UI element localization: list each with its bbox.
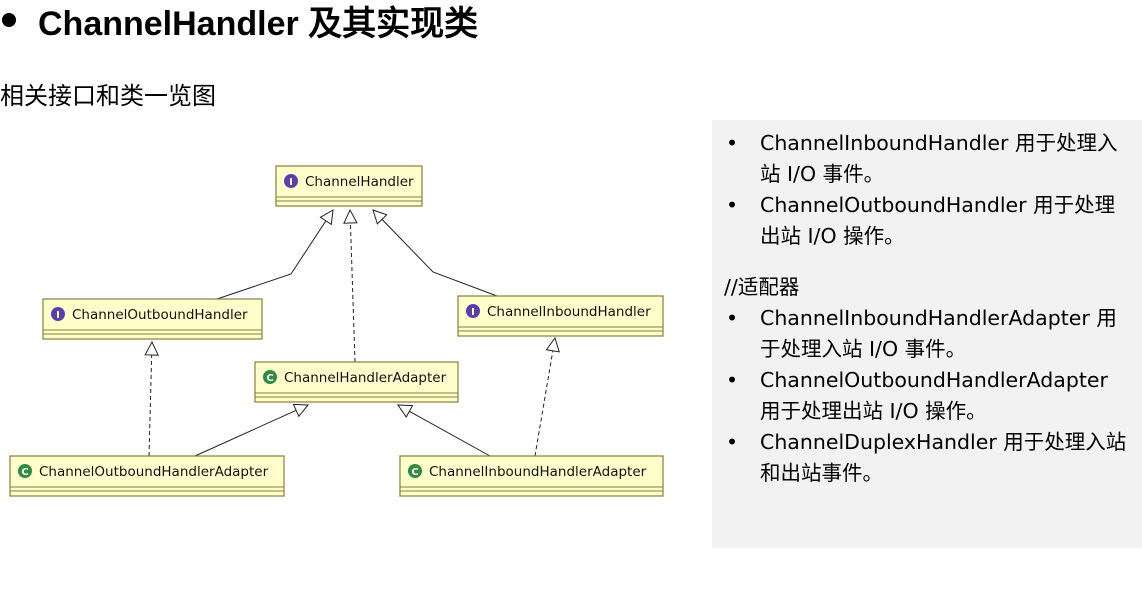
notes-panel: • ChannelInboundHandler 用于处理入站 I/O 事件。 • Ch… [712,120,1142,548]
bullet-icon: • [726,306,739,330]
badge-letter: I [471,307,475,318]
channel-outbound-handler-node: I ChannelOutboundHandler [42,298,263,340]
note-text: ChannelOutboundHandler 用于处理出站 I/O 操作。 [760,193,1116,248]
subheading: 相关接口和类一览图 [0,82,216,110]
channel-handler-adapter-node: C ChannelHandlerAdapter [254,361,459,403]
note-text: ChannelOutboundHandlerAdapter 用于处理出站 I/O… [760,368,1108,423]
class-badge-icon: C [263,370,277,384]
slide-title: ChannelHandler 及其实现类 [38,4,479,43]
node-label: ChannelOutboundHandler [72,307,248,323]
interface-badge-icon: I [51,307,65,321]
edge-inbound-to-handler [372,209,498,297]
hollow-arrow-icon [319,209,334,226]
slide-heading: ChannelHandler 及其实现类 [0,0,478,44]
badge-letter: C [21,467,28,478]
bullet-icon: • [726,368,739,392]
badge-letter: C [411,467,418,478]
node-label: ChannelHandler [305,174,414,190]
inheritance-edges [144,208,560,457]
note-text: ChannelDuplexHandler 用于处理入站和出站事件。 [760,430,1127,485]
hollow-arrow-icon [343,208,358,224]
node-label: ChannelHandlerAdapter [284,370,447,386]
class-badge-icon: C [408,464,422,478]
bullet-icon: • [726,193,739,217]
bullet-icon: • [726,131,739,155]
node-label: ChannelInboundHandlerAdapter [429,464,647,480]
adapter-notes-list: • ChannelInboundHandlerAdapter 用于处理入站 I/O… [712,303,1142,489]
note-item: • ChannelInboundHandler 用于处理入站 I/O 事件。 [712,128,1142,190]
edge-outadapter-to-outbound [144,340,159,457]
note-text: ChannelInboundHandlerAdapter 用于处理入站 I/O … [760,306,1117,361]
channel-outbound-handler-adapter-node: C ChannelOutboundHandlerAdapter [9,455,285,497]
edge-outbound-to-handler [216,209,334,300]
node-label: ChannelOutboundHandlerAdapter [39,464,269,480]
interface-badge-icon: I [284,174,298,188]
channel-handler-node: I ChannelHandler [275,165,423,207]
edge-inadapter-to-inbound [534,336,560,457]
note-item: • ChannelOutboundHandler 用于处理出站 I/O 操作。 [712,190,1142,252]
edge-inadapter-to-adapter [397,404,491,457]
badge-letter: C [266,373,273,384]
bullet-icon: • [726,430,739,454]
channel-inbound-handler-node: I ChannelInboundHandler [457,295,664,337]
hollow-arrow-icon [292,403,310,418]
badge-letter: I [56,310,60,321]
hollow-arrow-icon [372,209,388,225]
edge-adapter-to-handler [343,208,358,363]
badge-letter: I [289,177,293,188]
interface-badge-icon: I [466,304,480,318]
note-item: • ChannelInboundHandlerAdapter 用于处理入站 I/O… [712,303,1142,365]
adapter-section-label: //适配器 [724,275,800,299]
hollow-arrow-icon [144,340,159,356]
node-label: ChannelInboundHandler [487,304,651,320]
edge-outadapter-to-adapter [194,403,310,457]
bullet-dot-icon [2,13,16,27]
hollow-arrow-icon [545,336,560,353]
note-item: • ChannelDuplexHandler 用于处理入站和出站事件。 [712,427,1142,489]
channel-inbound-handler-adapter-node: C ChannelInboundHandlerAdapter [399,455,664,497]
class-badge-icon: C [18,464,32,478]
hollow-arrow-icon [397,404,414,418]
note-item: • ChannelOutboundHandlerAdapter 用于处理出站 I/… [712,365,1142,427]
handler-notes-list: • ChannelInboundHandler 用于处理入站 I/O 事件。 • Ch… [712,128,1142,252]
note-text: ChannelInboundHandler 用于处理入站 I/O 事件。 [760,131,1118,186]
